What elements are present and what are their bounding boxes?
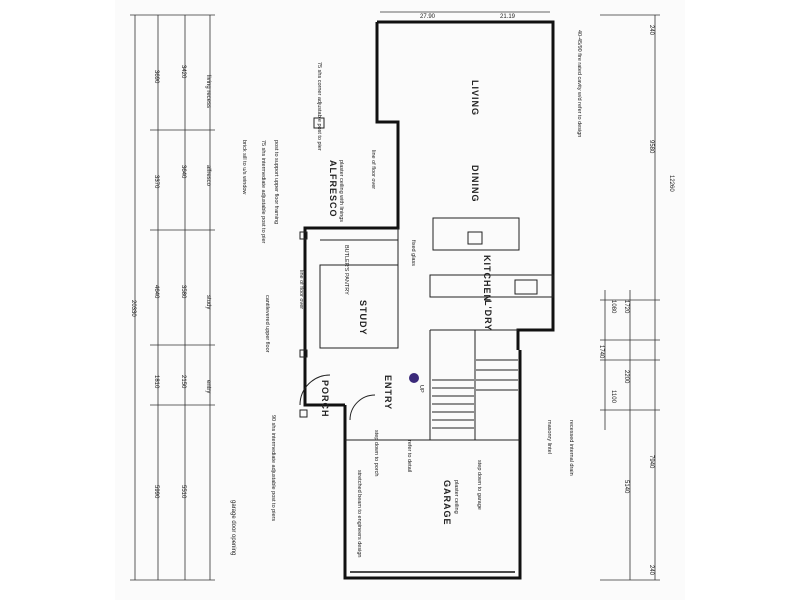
right-dimensions xyxy=(600,14,660,581)
dim-right-1: 9580 xyxy=(648,140,654,154)
dim-left-1-3: 1810 xyxy=(153,375,159,389)
study-wall xyxy=(319,228,399,349)
note-step-porch: step down to porch xyxy=(373,430,379,476)
stair-up-label: UP xyxy=(418,385,424,393)
room-laundry: L'DRY xyxy=(483,300,493,331)
garage-ceiling-note: plaster ceiling xyxy=(453,480,459,514)
cooktop-icon xyxy=(514,279,538,295)
dim-left-label-0: living recess xyxy=(205,75,211,108)
dim-left-2-1: 3640 xyxy=(180,165,186,179)
note-fixed-glass: fixed glass xyxy=(410,240,416,266)
dim-left-2-4: 5510 xyxy=(180,485,186,499)
note-post-adjustable: 75 shs corner adjustable post to pier xyxy=(316,62,322,151)
note-recessed: recessed internal drain xyxy=(568,420,574,476)
entry-door-swing xyxy=(299,374,331,406)
note-fire-rated: 40-45/90 fire rated cavity w/d refer to … xyxy=(576,30,582,137)
dim-left-1-2: 4640 xyxy=(153,285,159,299)
walls xyxy=(303,20,555,580)
note-brick-sill: brick sill to u/s window xyxy=(241,140,247,194)
sink-icon xyxy=(467,231,483,245)
room-study: STUDY xyxy=(358,300,368,336)
stair-treads xyxy=(432,359,518,429)
note-beam: stretched beam to engineers design xyxy=(356,470,362,557)
dim-left-label-3: entry xyxy=(205,380,211,393)
dim-left-1-1: 3370 xyxy=(153,175,159,189)
note-line-floor: line of floor over xyxy=(370,150,376,189)
dim-left-1-0: 3690 xyxy=(153,70,159,84)
dim-right-small-3: 2200 xyxy=(623,370,629,384)
room-kitchen: KITCHEN xyxy=(482,255,492,302)
plan-sheet xyxy=(115,0,685,600)
note-masonry-lintel: masonry lintel xyxy=(546,420,552,454)
dim-right-small-2: 1720 xyxy=(623,300,629,314)
note-line-floor-over: line of floor over xyxy=(298,270,304,309)
room-pantry: BUTLER'S PANTRY xyxy=(343,245,349,295)
dim-left-1-4: 5990 xyxy=(153,485,159,499)
dim-right-small-4: 1100 xyxy=(610,390,616,404)
dim-left-outer: 20330 xyxy=(130,300,136,317)
kitchen-island xyxy=(432,217,520,251)
dim-top-2: 21.19 xyxy=(500,14,516,20)
garage-wall xyxy=(343,350,522,580)
dim-left-2-0: 3420 xyxy=(180,65,186,79)
porch-wall xyxy=(303,340,345,407)
dim-right-small-0: 1740 xyxy=(598,345,604,359)
dim-right-small-5: 5140 xyxy=(623,480,629,494)
dim-left-label-2: study xyxy=(205,295,211,309)
note-cantilevered: cantilevered upper floor xyxy=(264,295,270,353)
note-step-garage: step down to garage xyxy=(476,460,482,510)
note-framing: refer to detail xyxy=(406,440,412,472)
room-living: LIVING xyxy=(470,80,480,116)
note-intermediate-post: 90 shs intermediate adjustable post to p… xyxy=(270,415,276,521)
dim-right-0: 240 xyxy=(648,25,654,36)
room-dining: DINING xyxy=(470,165,480,203)
room-porch: PORCH xyxy=(320,380,330,418)
dim-right-small-1: 1080 xyxy=(610,300,616,314)
room-alfresco: ALFRESCO xyxy=(328,160,338,218)
note-support-upper: post to support upper floor framing xyxy=(273,140,279,224)
dim-right-2: 12260 xyxy=(668,175,674,192)
room-entry: ENTRY xyxy=(383,375,393,410)
post-icon-3 xyxy=(299,349,308,358)
post-icon-2 xyxy=(299,231,308,240)
dim-left-2-3: 2150 xyxy=(180,375,186,389)
kitchen-bench xyxy=(429,274,554,298)
living-wall xyxy=(377,20,555,300)
alfresco-wall xyxy=(303,22,400,340)
dim-right-4: 240 xyxy=(648,565,654,576)
post-icon xyxy=(313,117,325,129)
dim-top-1: 27.90 xyxy=(420,14,436,20)
dim-left-2-2: 3580 xyxy=(180,285,186,299)
dim-garage-door: garage door opening xyxy=(230,500,236,555)
dim-right-3: 7940 xyxy=(648,455,654,469)
alfresco-ceiling-note: plaster ceiling with linings xyxy=(338,160,344,222)
left-dimensions xyxy=(130,14,215,581)
dim-left-label-1: alfresco xyxy=(205,165,211,187)
post-icon-4 xyxy=(299,409,308,418)
room-garage: GARAGE xyxy=(442,480,452,526)
garage-door-swing xyxy=(349,394,376,421)
laundry-wall xyxy=(516,300,555,350)
note-adjustable-post: 75 shs intermediate adjustable post to p… xyxy=(260,140,266,244)
compass-icon xyxy=(409,373,419,383)
